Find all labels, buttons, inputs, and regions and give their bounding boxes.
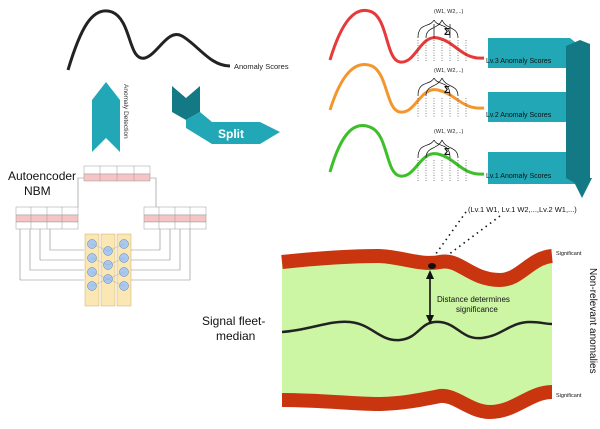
band-bottom-edge <box>281 385 553 420</box>
svg-text:(W1, W2,...): (W1, W2,...) <box>434 129 464 135</box>
anomaly-detection-label: Anomaly Detection <box>122 84 129 139</box>
fleet-median-label-line1: Signal fleet- <box>202 314 265 328</box>
lv1-label: Lv.1 Anomaly Scores <box>486 173 552 180</box>
lv3-label: Lv.3 Anomaly Scores <box>486 58 552 65</box>
distance-label-line1: Distance determines <box>437 295 510 304</box>
split-arrow <box>172 86 280 144</box>
weight-brace-lv3: (W1, W2,...) Σ <box>417 9 467 62</box>
lv3-curve <box>328 8 485 64</box>
weight-brace-lv1: (W1, W2,...) Σ <box>417 129 467 182</box>
output-table <box>83 165 151 182</box>
band-top-edge <box>281 248 554 288</box>
significant-bottom-label: Significant <box>556 393 582 399</box>
lv1-curve <box>328 123 485 178</box>
neural-network <box>84 233 132 307</box>
anomaly-scores-label: Anomaly Scores <box>234 62 289 71</box>
anomaly-detection-arrow <box>92 82 120 152</box>
autoencoder-subtitle: NBM <box>24 184 51 198</box>
fleet-median-label-line2: median <box>216 329 255 343</box>
input-table <box>15 206 79 230</box>
svg-text:Σ: Σ <box>444 147 450 158</box>
band-green <box>282 256 552 412</box>
distance-arrow <box>426 263 436 324</box>
svg-text:(W1, W2,...): (W1, W2,...) <box>434 9 464 15</box>
weight-vector-label: (Lv.1 W1, Lv.1 W2,...,Lv.2 W1,...) <box>468 205 577 214</box>
anomaly-score-curve <box>66 9 231 71</box>
weight-brace-lv2: (W1, W2,...) Σ <box>417 68 467 118</box>
fleet-median-line <box>281 320 553 342</box>
autoencoder-title: Autoencoder <box>8 169 76 183</box>
split-label: Split <box>218 127 244 141</box>
svg-text:Σ: Σ <box>444 27 450 38</box>
significant-top-label: Significant <box>556 251 582 257</box>
autoencoder-connectors <box>19 177 191 281</box>
distance-label-line2: significance <box>456 305 498 314</box>
level-curves <box>328 8 485 178</box>
svg-text:(W1, W2,...): (W1, W2,...) <box>434 68 464 74</box>
lv2-label: Lv.2 Anomaly Scores <box>486 112 552 119</box>
level-arrows <box>488 38 592 198</box>
reconstruction-table <box>143 206 207 230</box>
non-relevant-label: Non-relevant anomalies <box>587 268 598 374</box>
fleet-band <box>281 248 554 420</box>
svg-text:Σ: Σ <box>444 85 450 96</box>
